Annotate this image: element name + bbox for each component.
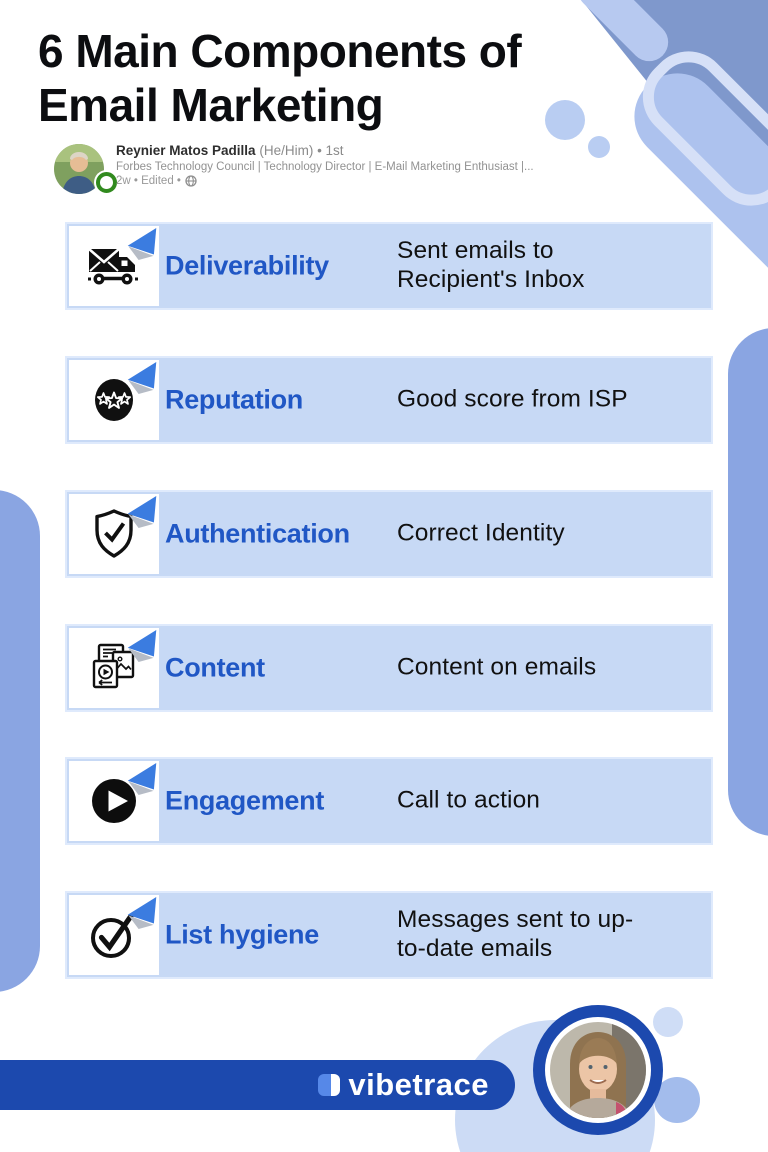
component-row-engagement: Engagement Call to action	[65, 757, 713, 845]
globe-icon	[185, 175, 197, 187]
page-fold-decoration	[125, 628, 159, 662]
footer-bubble-decoration	[653, 1007, 683, 1037]
shield-check-glyph	[95, 509, 133, 558]
page-title-line1: 6 Main Components of	[38, 25, 522, 77]
component-row-list-hygiene: List hygiene Messages sent to up- to-dat…	[65, 891, 713, 979]
open-status-badge	[96, 172, 117, 193]
page-fold-decoration	[125, 226, 159, 260]
bubble-decoration	[588, 136, 610, 158]
page-fold-decoration	[125, 360, 159, 394]
component-row-authentication: Authentication Correct Identity	[65, 490, 713, 578]
page-fold-decoration	[125, 494, 159, 528]
footer-portrait-photo	[550, 1022, 646, 1118]
vibetrace-wordmark: vibetrace	[348, 1067, 489, 1102]
component-title: Authentication	[165, 518, 350, 549]
shield-check-icon	[69, 494, 159, 574]
component-title: Engagement	[165, 785, 325, 816]
post-meta: 2w • Edited •	[116, 175, 696, 187]
media-cards-icon	[69, 628, 159, 708]
component-title: Content	[165, 652, 265, 683]
media-cards-glyph	[92, 643, 135, 689]
page-title-line2: Email Marketing	[38, 79, 384, 132]
mail-truck-glyph	[88, 248, 138, 285]
component-description: Messages sent to up- to-date emails	[397, 906, 634, 962]
component-title: List hygiene	[165, 919, 319, 950]
component-title: Deliverability	[165, 250, 329, 281]
component-description: Content on emails	[397, 653, 597, 681]
check-circle-icon	[69, 895, 159, 975]
page-fold-decoration	[125, 895, 159, 929]
right-edge-decoration	[728, 328, 768, 836]
component-description: Sent emails to Recipient's Inbox	[397, 237, 585, 293]
check-circle-glyph	[91, 913, 134, 958]
post-text-block: Reynier Matos Padilla (He/Him) • 1st For…	[116, 143, 696, 187]
component-row-deliverability: Deliverability Sent emails to Recipient'…	[65, 222, 713, 310]
author-headline: Forbes Technology Council | Technology D…	[116, 161, 534, 173]
component-title: Reputation	[165, 384, 303, 415]
bubble-decoration	[545, 100, 585, 140]
post-timestamp: 2w • Edited •	[116, 175, 181, 187]
page-fold-decoration	[125, 761, 159, 795]
author-avatar-image	[54, 144, 104, 194]
mail-truck-icon	[69, 226, 159, 306]
page-title: 6 Main Components of Email Marketing	[38, 24, 522, 133]
component-description: Good score from ISP	[397, 385, 628, 413]
stars-badge-icon	[69, 360, 159, 440]
post-byline: Reynier Matos Padilla (He/Him) • 1st	[116, 143, 696, 158]
author-suffix: (He/Him) • 1st	[259, 143, 344, 158]
linkedin-post-header: Reynier Matos Padilla (He/Him) • 1st For…	[54, 142, 714, 206]
stars-badge-glyph	[95, 379, 133, 421]
component-description: Correct Identity	[397, 519, 565, 547]
footer-bubble-decoration	[654, 1077, 700, 1123]
footer-portrait-ring	[533, 1005, 663, 1135]
vibetrace-icon	[318, 1074, 341, 1096]
author-avatar	[54, 144, 104, 194]
component-row-reputation: Reputation Good score from ISP	[65, 356, 713, 444]
play-button-icon	[69, 761, 159, 841]
component-description: Call to action	[397, 786, 541, 814]
left-edge-decoration	[0, 490, 40, 992]
play-button-glyph	[92, 779, 136, 823]
vibetrace-logo-pill: vibetrace	[0, 1060, 515, 1110]
footer-portrait-image	[550, 1022, 646, 1118]
author-name: Reynier Matos Padilla	[116, 143, 256, 158]
footer-portrait-frame	[545, 1017, 651, 1123]
component-row-content: Content Content on emails	[65, 624, 713, 712]
